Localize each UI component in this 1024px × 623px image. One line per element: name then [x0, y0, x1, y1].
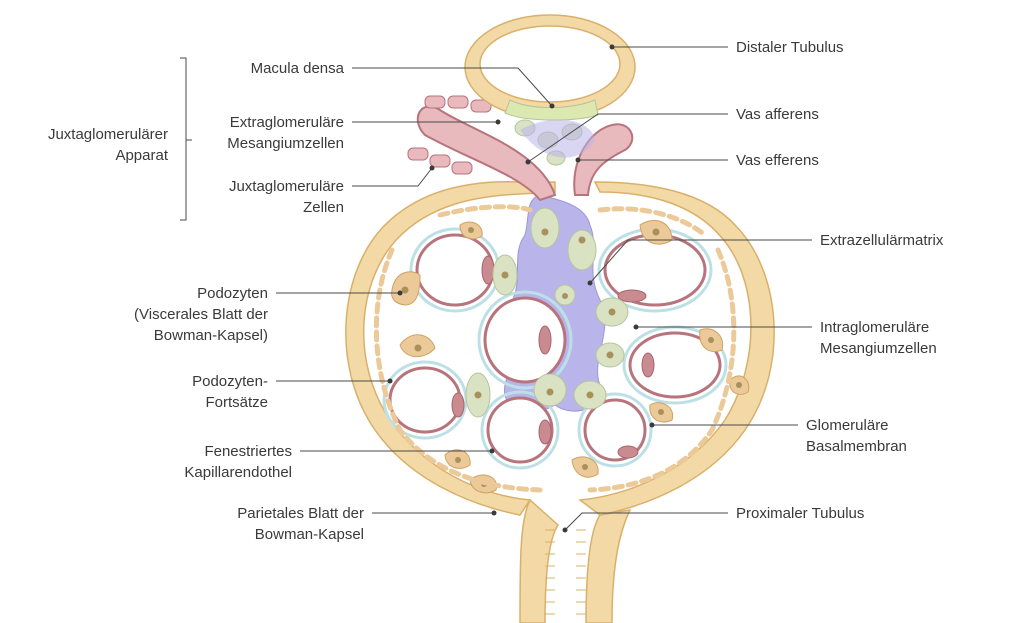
label-jg-zellen-line2: Zellen: [303, 199, 344, 216]
label-fenestriertes-line1: Fenestriertes: [204, 443, 292, 460]
label-extrazellularmatrix: Extrazellulärmatrix: [820, 232, 944, 249]
label-macula-densa: Macula densa: [251, 60, 345, 77]
label-podozyten-line2: (Viscerales Blatt der: [134, 306, 268, 323]
label-jg-apparat-line2: Apparat: [115, 147, 168, 164]
leader-lines: [276, 44, 812, 533]
label-podozyten-fortsaetze-line2: Fortsätze: [205, 394, 268, 411]
label-extraglomerular-line2: Mesangiumzellen: [227, 135, 344, 152]
label-podozyten-fortsaetze-line1: Podozyten-: [192, 373, 268, 390]
label-intraglomerular-line2: Mesangiumzellen: [820, 340, 937, 357]
label-glomerulaere-basalmembran-line1: Glomeruläre: [806, 417, 889, 434]
labels: Distaler Tubulus Macula densa Vas affere…: [48, 39, 944, 543]
label-distaler-tubulus: Distaler Tubulus: [736, 39, 844, 56]
label-parietales-blatt-line1: Parietales Blatt der: [237, 505, 364, 522]
distal-tubule: [464, 14, 636, 121]
label-parietales-blatt-line2: Bowman-Kapsel: [255, 526, 364, 543]
label-vas-afferens: Vas afferens: [736, 106, 819, 123]
label-extraglomerular-line1: Extraglomeruläre: [230, 114, 344, 131]
label-podozyten-line1: Podozyten: [197, 285, 268, 302]
podocyte-foot-processes: [373, 204, 737, 493]
label-intraglomerular-line1: Intraglomeruläre: [820, 319, 929, 336]
label-glomerulaere-basalmembran-line2: Basalmembran: [806, 438, 907, 455]
label-fenestriertes-line2: Kapillarendothel: [184, 464, 292, 481]
juxtaglomerular-cells: [407, 95, 492, 175]
vas-afferens: [416, 105, 557, 202]
capillary-loops: [388, 233, 722, 464]
label-proximaler-tubulus: Proximaler Tubulus: [736, 505, 864, 522]
macula-densa-cells: [504, 99, 599, 121]
jg-apparatus-bracket: [180, 57, 192, 221]
label-jg-zellen-line1: Juxtaglomeruläre: [229, 178, 344, 195]
label-vas-efferens: Vas efferens: [736, 152, 819, 169]
proximal-tubule: [519, 498, 632, 623]
label-jg-apparat-line1: Juxtaglomerulärer: [48, 126, 168, 143]
label-podozyten-line3: Bowman-Kapsel): [154, 327, 268, 344]
mesangial-cells: [465, 207, 629, 418]
